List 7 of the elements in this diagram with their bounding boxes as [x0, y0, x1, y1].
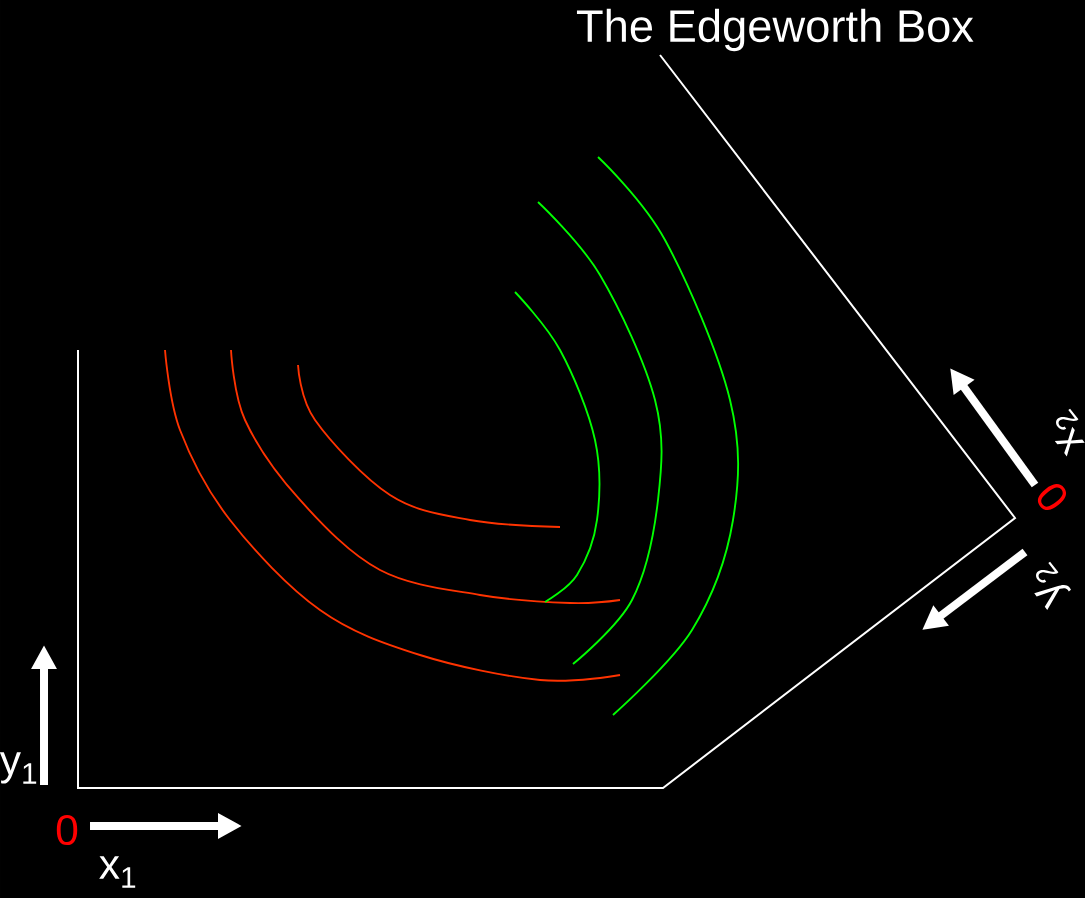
- axis-label: y$_{2}$: [1034, 561, 1071, 610]
- title: The Edgeworth Box: [576, 8, 974, 52]
- axis-label: 0: [1037, 484, 1067, 511]
- axis-label: x$_{1}$: [99, 856, 136, 888]
- axis-label: x$_{2}$: [1054, 408, 1085, 457]
- axis-label: 0: [56, 814, 78, 846]
- axis-label: y$_{1}$: [0, 752, 37, 784]
